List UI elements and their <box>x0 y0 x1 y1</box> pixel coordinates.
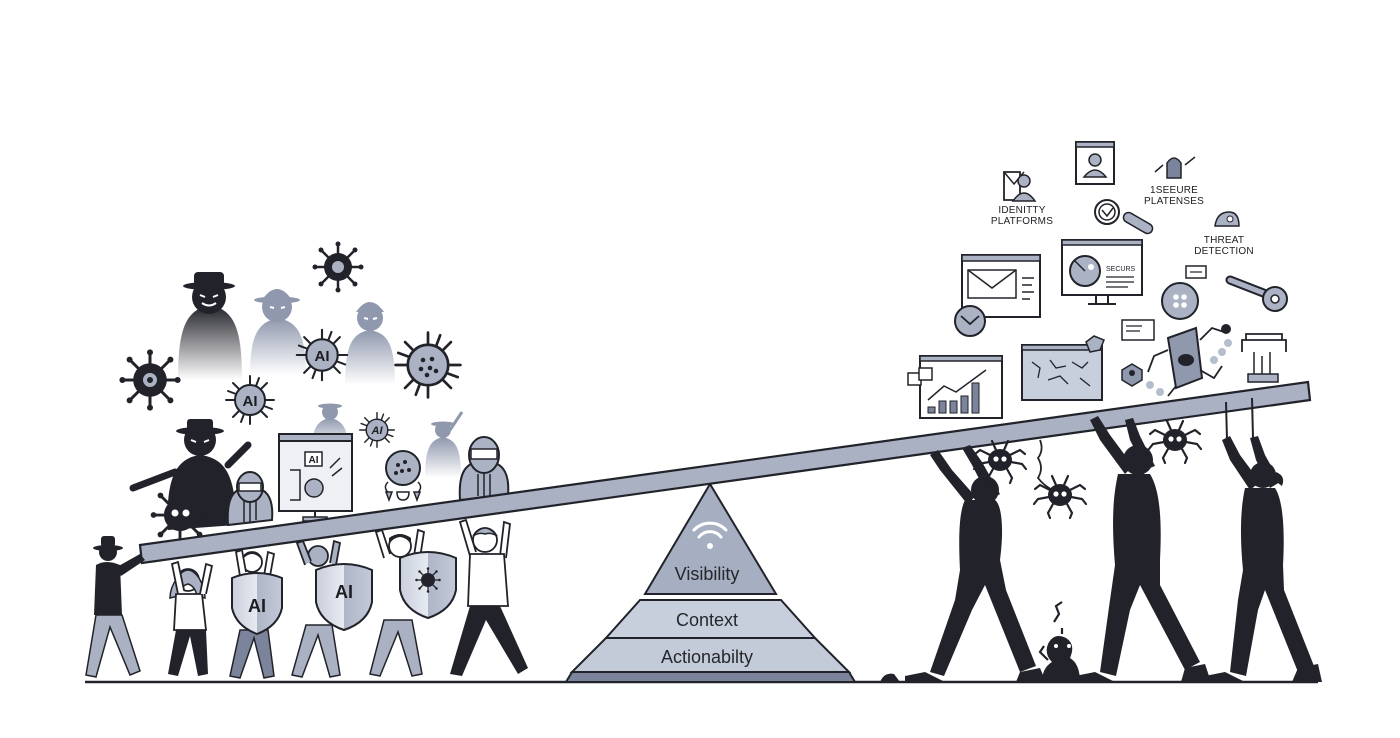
app-orb-icon <box>1161 265 1207 320</box>
pushers-right <box>880 397 1322 682</box>
robot-spider-icon <box>1121 319 1232 397</box>
server-tower-icon <box>1241 333 1287 383</box>
svg-text:AI: AI <box>248 596 266 616</box>
ai-virus-icon: AI <box>359 412 395 448</box>
email-window-icon <box>954 254 1041 337</box>
analytics-chart-icon <box>907 355 1003 419</box>
threat-detection-icon <box>1214 211 1240 227</box>
hacker-silhouette-icon <box>425 411 464 478</box>
pyramid-layer-visibility <box>643 482 778 595</box>
wifi-signal-icon <box>692 521 728 549</box>
network-map-icon <box>1021 335 1105 401</box>
person-silhouette <box>905 445 1046 682</box>
bug-icon <box>1032 439 1088 520</box>
rock-icon <box>880 673 900 682</box>
verified-badge-icon <box>1094 199 1154 235</box>
secure-dashboard-monitor-icon: SECURS <box>1061 239 1143 305</box>
hacker-silhouette-icon <box>345 302 395 385</box>
ai-shield-icon <box>315 563 373 632</box>
fulcrum-pyramid: Visibility Context Actionabilty <box>564 482 857 683</box>
ai-virus-icon: AI <box>225 375 275 425</box>
masked-bot-icon <box>226 471 274 527</box>
person-silhouette <box>1075 416 1211 682</box>
ai-monitor-icon: AI <box>278 433 353 522</box>
hacker-silhouette-icon <box>250 289 306 375</box>
ai-shield-icon <box>231 572 283 636</box>
svg-text:AI: AI <box>371 425 384 437</box>
identity-icon <box>1003 171 1037 202</box>
person-with-shield <box>369 528 457 677</box>
left-beam-load: AI <box>129 419 510 546</box>
context-label: Context <box>676 610 738 630</box>
virus-icon <box>117 347 183 413</box>
bug-icon <box>1147 419 1203 465</box>
person-silhouette <box>1205 397 1322 682</box>
hacker-silhouette-icon <box>178 272 242 380</box>
svg-text:AI: AI <box>335 582 353 602</box>
virus-icon <box>394 331 462 399</box>
orb-bot-icon <box>384 450 422 503</box>
person-with-shield: AI <box>229 548 283 679</box>
virus-face-icon <box>149 484 211 546</box>
svg-text:AI: AI <box>309 455 319 466</box>
small-robot-icon <box>1038 601 1080 682</box>
visibility-label: Visibility <box>675 564 740 584</box>
actionability-label: Actionabilty <box>661 647 753 667</box>
secure-platform-icon <box>1154 156 1196 179</box>
svg-text:AI: AI <box>315 348 330 365</box>
person-silhouette <box>85 536 145 678</box>
person-with-shield: AI <box>291 539 373 678</box>
pyramid-layer-context <box>603 599 818 639</box>
masked-bot-icon <box>458 436 510 502</box>
lifters-left: AI AI <box>85 518 528 679</box>
svg-text:SECURS: SECURS <box>1106 266 1136 273</box>
user-profile-icon <box>1075 141 1115 185</box>
ai-virus-icon: AI <box>295 328 349 382</box>
person-lifter <box>450 518 528 676</box>
person-lifter <box>168 560 214 676</box>
svg-text:AI: AI <box>243 393 258 410</box>
key-icon <box>1225 275 1288 312</box>
